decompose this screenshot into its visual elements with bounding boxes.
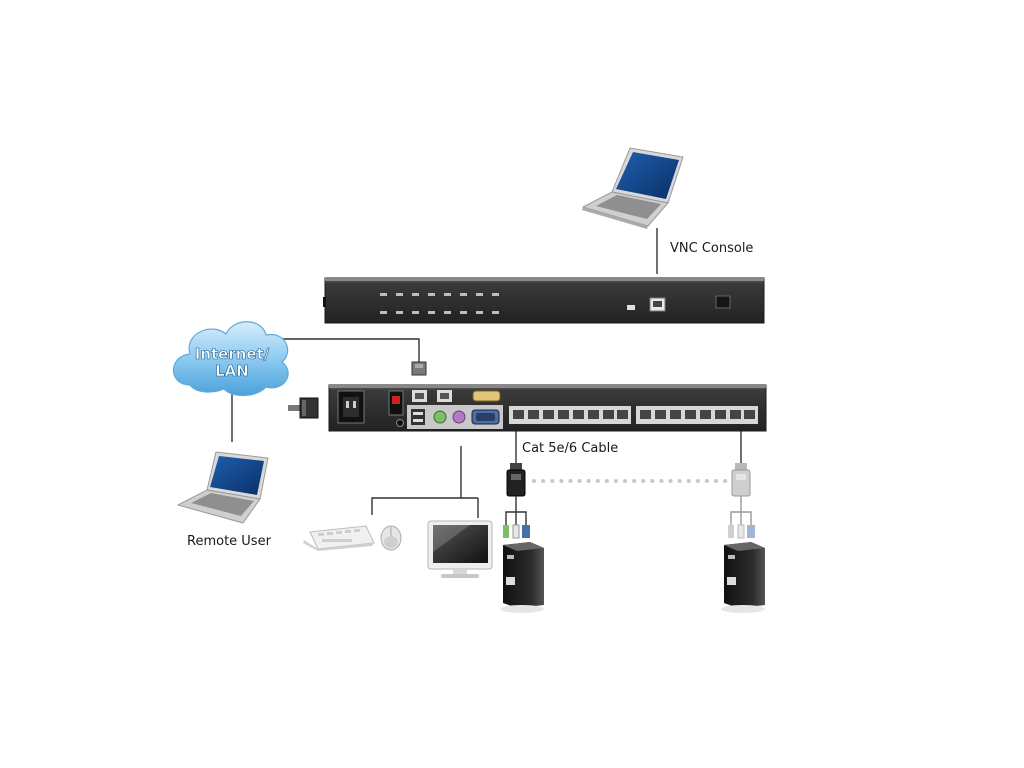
kvm-port-bank-1 — [509, 406, 631, 424]
vnc-laptop-icon — [581, 147, 684, 229]
db-connector-icon — [472, 390, 501, 402]
power-plug-icon — [288, 397, 319, 419]
kvm-switch-rear-panel — [328, 384, 767, 432]
usb-console-port-icon — [411, 409, 425, 425]
console-peripherals-link — [371, 446, 462, 515]
internet-lan-label-line1: Internet/ — [195, 345, 270, 363]
ps2-mouse-port-icon — [452, 410, 466, 424]
kvm-port-bank-2 — [636, 406, 758, 424]
internet-lan-label-line2: LAN — [215, 362, 249, 380]
vnc-console-label: VNC Console — [670, 241, 753, 256]
kvm-adapter-right-icon — [728, 463, 755, 539]
kvm-switch-front-panel — [323, 277, 765, 324]
computer-tower-left-icon — [500, 542, 544, 613]
remote-user-laptop-icon — [176, 451, 269, 524]
usb-port-icon — [627, 305, 635, 310]
cable-label: Cat 5e/6 Cable — [522, 441, 618, 456]
keyboard-icon — [303, 525, 375, 551]
ps2-keyboard-port-icon — [433, 410, 447, 424]
kvm-adapter-left-icon — [503, 463, 530, 539]
connection-lines — [231, 228, 742, 518]
reset-button-icon — [715, 295, 731, 309]
computer-tower-right-icon — [721, 542, 765, 613]
mouse-icon — [380, 525, 402, 551]
remote-user-label: Remote User — [187, 534, 272, 549]
internet-cloud-icon — [173, 321, 289, 397]
lan-connector-icon — [411, 361, 427, 376]
monitor-icon — [427, 520, 493, 578]
cloud-to-switch-link — [262, 338, 420, 362]
port-led-row — [380, 293, 499, 314]
